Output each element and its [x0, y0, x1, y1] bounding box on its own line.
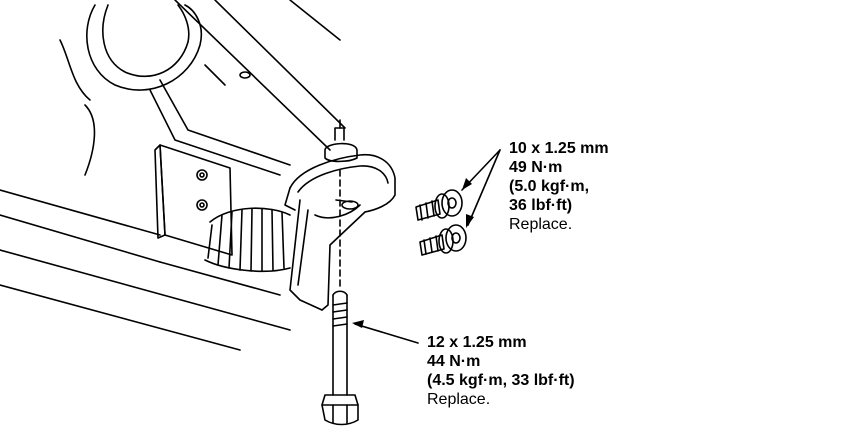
upper-torque-kgf: (5.0 kgf·m, [509, 178, 590, 195]
rubber-boot [204, 207, 291, 273]
lower-replace-note: Replace. [427, 391, 491, 408]
mount-plate [154, 144, 233, 256]
lower-bolt-spec: 12 x 1.25 mm 44 N·m (4.5 kgf·m, 33 lbf·f… [427, 333, 575, 409]
frame-rail [149, 0, 346, 176]
upper-torque-lbf: 36 lbf·ft) [509, 197, 573, 214]
flange-bolt-1 [415, 189, 463, 221]
upper-bolt-spec: 10 x 1.25 mm 49 N·m (5.0 kgf·m, 36 lbf·f… [509, 139, 609, 234]
upper-torque-nm: 49 N·m [509, 159, 563, 176]
flange-bolt-2 [419, 224, 467, 256]
leader-lines [354, 149, 501, 344]
through-bolt [321, 169, 359, 426]
crossmember [0, 189, 291, 351]
exhaust-pipe [59, 4, 203, 176]
upper-replace-note: Replace. [509, 216, 573, 233]
upper-bolt-size: 10 x 1.25 mm [509, 140, 609, 157]
lower-torque-nm: 44 N·m [427, 353, 481, 370]
lower-torque-conv: (4.5 kgf·m, 33 lbf·ft) [427, 372, 575, 389]
lower-bolt-size: 12 x 1.25 mm [427, 334, 527, 351]
arrowheads [352, 178, 474, 328]
